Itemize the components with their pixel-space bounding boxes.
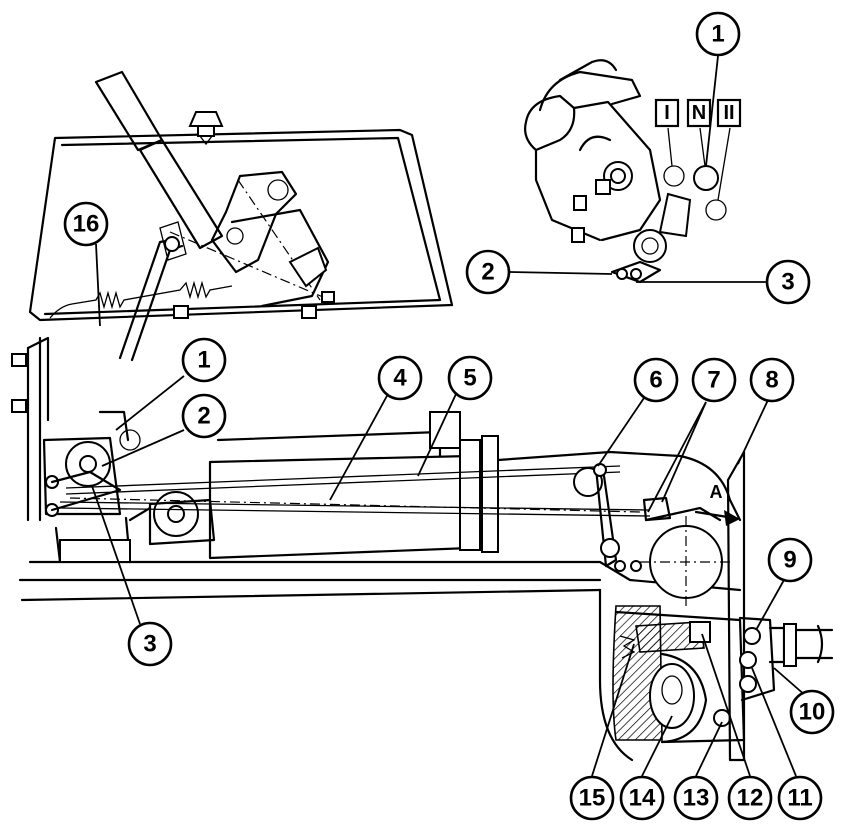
callout-6: 6 [633, 357, 679, 403]
callout-3-detail: 3 [765, 259, 811, 305]
svg-text:11: 11 [787, 785, 812, 812]
callout-5: 5 [447, 355, 493, 401]
svg-text:7: 7 [707, 367, 720, 394]
svg-text:12: 12 [737, 785, 764, 812]
svg-text:13: 13 [683, 785, 710, 812]
callout-12: 12 [727, 775, 773, 821]
callout-2-detail: 2 [465, 249, 511, 295]
callout-13: 13 [673, 775, 719, 821]
leader-lines [91, 55, 807, 777]
callout-15: 15 [569, 775, 615, 821]
callout-2: 2 [181, 393, 227, 439]
svg-text:4: 4 [393, 365, 407, 392]
view-arrow-label: A [710, 482, 723, 502]
svg-text:10: 10 [799, 699, 826, 726]
callout-8: 8 [749, 357, 795, 403]
svg-text:9: 9 [783, 547, 796, 574]
svg-text:3: 3 [781, 269, 794, 296]
svg-text:1: 1 [711, 21, 724, 48]
callout-14: 14 [619, 775, 665, 821]
svg-text:1: 1 [197, 347, 210, 374]
shift-lever-housing [28, 70, 454, 362]
main-transmission-assembly [11, 336, 834, 762]
callout-7: 7 [691, 357, 737, 403]
callout-9: 9 [767, 537, 813, 583]
svg-text:14: 14 [629, 785, 656, 812]
svg-text:16: 16 [73, 211, 100, 238]
svg-text:15: 15 [579, 785, 606, 812]
gearbox-detail-view [524, 59, 742, 284]
svg-text:2: 2 [197, 403, 210, 430]
position-first-label: I [664, 102, 670, 124]
svg-text:6: 6 [649, 367, 662, 394]
callout-3: 3 [127, 621, 173, 667]
position-second-label: II [723, 102, 734, 124]
callout-4: 4 [377, 355, 423, 401]
callout-1: 1 [181, 337, 227, 383]
position-neutral-label: N [692, 102, 706, 124]
svg-text:8: 8 [765, 367, 778, 394]
svg-text:3: 3 [143, 631, 156, 658]
svg-text:2: 2 [481, 259, 494, 286]
svg-text:5: 5 [463, 365, 476, 392]
callout-11: 11 [777, 775, 823, 821]
callout-1-detail: 1 [695, 11, 741, 57]
callout-16: 16 [63, 201, 109, 247]
callout-10: 10 [789, 689, 835, 735]
